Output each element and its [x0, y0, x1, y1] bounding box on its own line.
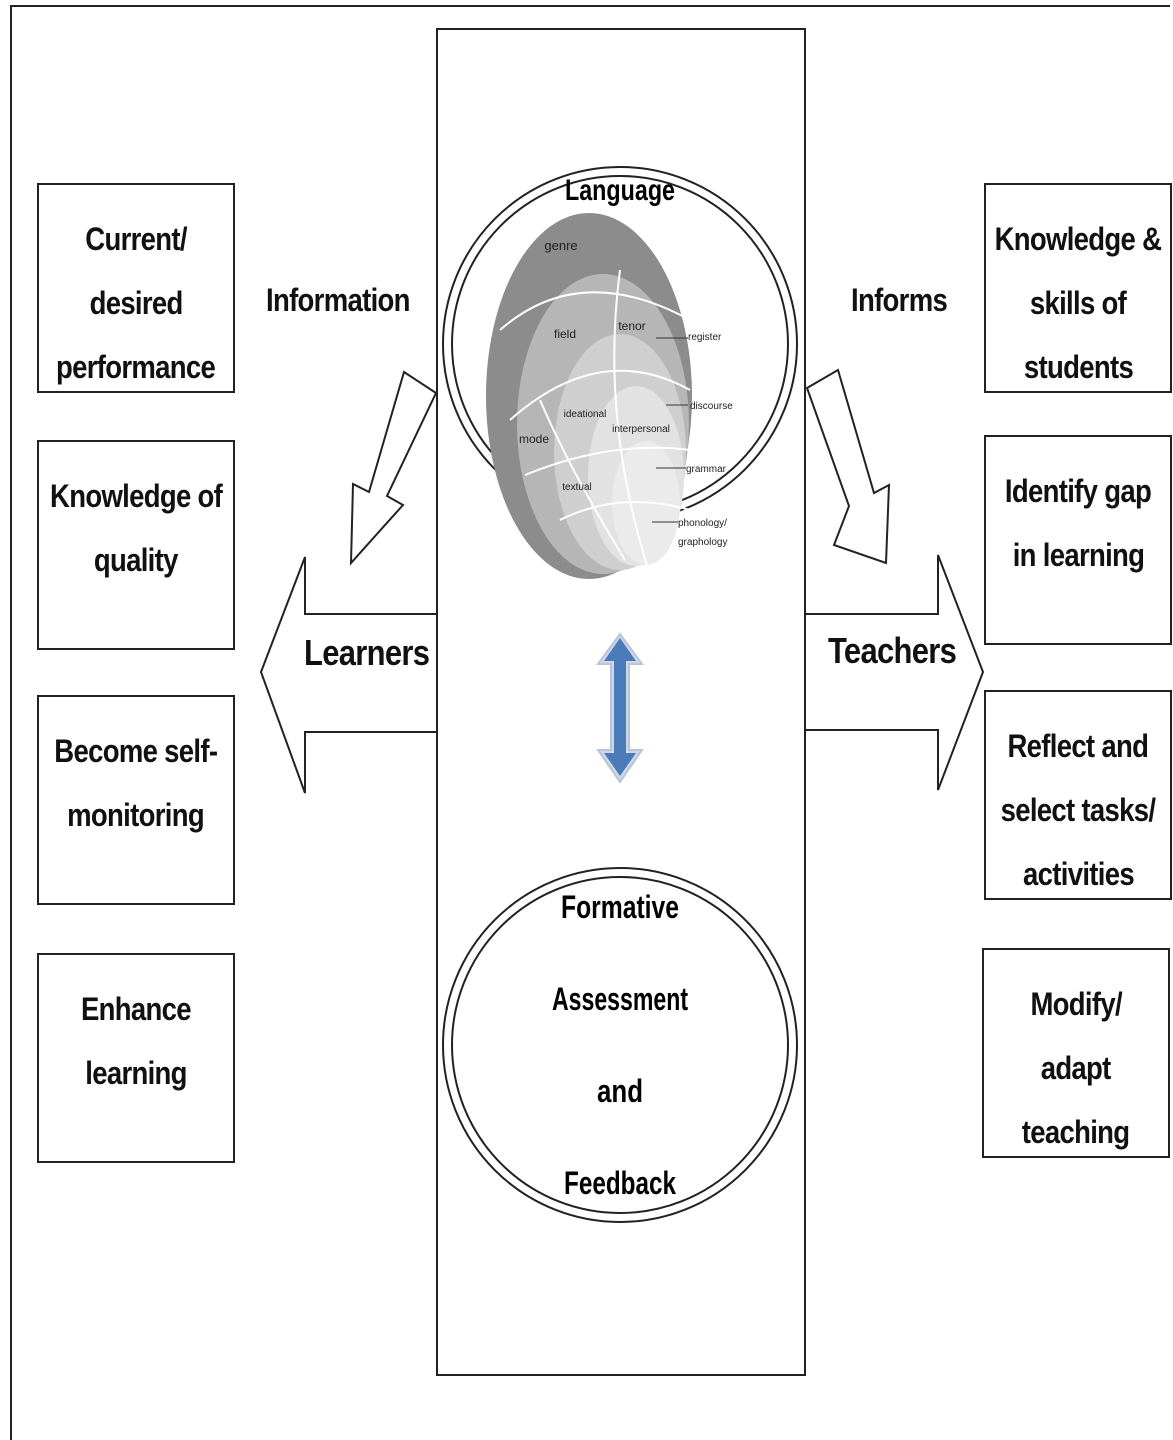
assessment-line-1: Formative [561, 889, 679, 925]
assessment-circle-inner [451, 876, 789, 1214]
box-reflect-select-tasks: Reflect and select tasks/ activities [984, 690, 1172, 900]
label-discourse: discourse [690, 401, 733, 412]
box-text-line: Modify/ [1030, 986, 1122, 1022]
label-information: Information [266, 282, 410, 318]
box-text-line: Identify gap [1004, 473, 1152, 509]
language-title: Language [565, 174, 675, 207]
assessment-line-3: and [597, 1073, 643, 1109]
box-text-line: Current/ [85, 221, 187, 257]
box-text-line: Become self- [54, 733, 218, 769]
label-interpersonal: interpersonal [612, 424, 670, 435]
box-text-line: Knowledge of [49, 478, 223, 514]
box-text-line: students [1023, 349, 1133, 385]
box-text-line: teaching [1022, 1114, 1130, 1150]
assessment-circle-outer [442, 867, 798, 1223]
bidirectional-arrow [596, 632, 644, 784]
label-teachers: Teachers [828, 630, 957, 671]
label-textual: textual [562, 482, 591, 493]
diagram-frame [10, 5, 1170, 1440]
label-field: field [554, 327, 576, 341]
assessment-line-4: Feedback [564, 1165, 676, 1201]
label-register: register [688, 332, 722, 343]
box-text-line: select tasks/ [1000, 792, 1156, 828]
box-text-line: in learning [1012, 537, 1144, 573]
label-mode: mode [519, 432, 549, 446]
label-phonology: phonology/ [678, 518, 727, 529]
box-text-line: activities [1022, 856, 1135, 892]
box-enhance-learning: Enhance learning [37, 953, 235, 1163]
box-text-line: adapt [1041, 1050, 1112, 1086]
label-informs: Informs [851, 282, 948, 318]
language-model-graphic [486, 213, 692, 579]
informs-arrow [805, 368, 891, 565]
box-text-line: skills of [1029, 285, 1127, 321]
box-current-desired-performance: Current/ desired performance [37, 183, 235, 393]
box-identify-gap: Identify gap in learning [984, 435, 1172, 645]
box-text-line: monitoring [67, 797, 206, 833]
assessment-line-2: Assessment [552, 981, 688, 1017]
label-graphology: graphology [678, 537, 727, 548]
box-knowledge-of-quality: Knowledge of quality [37, 440, 235, 650]
box-become-self-monitoring: Become self- monitoring [37, 695, 235, 905]
label-tenor: tenor [618, 319, 645, 333]
label-genre: genre [544, 238, 577, 253]
box-text-line: learning [85, 1055, 187, 1091]
teachers-arrow [801, 554, 985, 791]
label-grammar: grammar [686, 464, 727, 475]
box-text-line: quality [94, 542, 179, 578]
information-arrow [349, 370, 438, 566]
box-text-line: Enhance [81, 991, 192, 1027]
box-text-line: Knowledge & [994, 221, 1162, 257]
label-ideational: ideational [564, 409, 607, 420]
box-text-line: desired [89, 285, 183, 321]
box-text-line: Reflect and [1007, 728, 1149, 764]
box-knowledge-skills-students: Knowledge & skills of students [984, 183, 1172, 393]
box-text-line: performance [56, 349, 216, 385]
learners-arrow [259, 556, 441, 794]
box-modify-adapt-teaching: Modify/ adapt teaching [982, 948, 1170, 1158]
label-learners: Learners [304, 632, 430, 673]
